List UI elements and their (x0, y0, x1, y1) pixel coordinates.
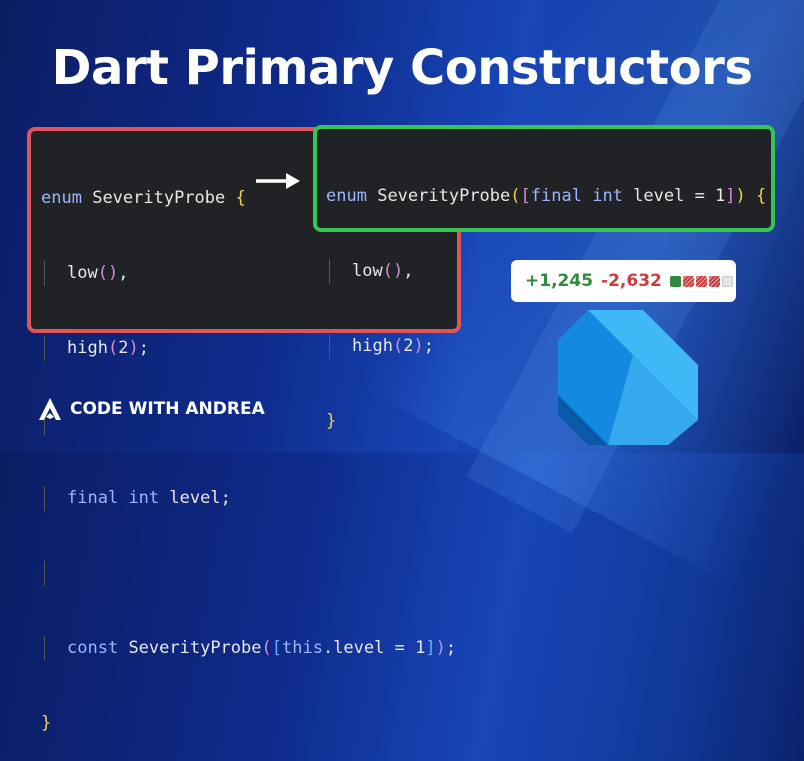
code-line: } (41, 713, 52, 733)
code-line: const SeverityProbe([this.level = 1]); (41, 636, 457, 661)
diff-square-removed (695, 275, 707, 287)
additions-count: +1,245 (525, 271, 594, 291)
code-line: low(), (326, 259, 771, 284)
deletions-count: -2,632 (601, 271, 662, 291)
indent-guide (44, 486, 67, 511)
indent-guide (329, 334, 352, 359)
code-line (41, 411, 457, 436)
indent-guide (329, 259, 352, 284)
diff-square-removed (682, 275, 694, 287)
indent-guide (44, 561, 67, 586)
page-title: Dart Primary Constructors (51, 40, 753, 96)
code-line (41, 561, 457, 586)
new-code-block: enum SeverityProbe([final int level = 1]… (313, 125, 775, 431)
brand: CODE WITH ANDREA (38, 395, 265, 423)
code-line: enum SeverityProbe { (41, 188, 246, 208)
arrow-right-icon (256, 173, 300, 189)
code-line: high(2); (326, 334, 771, 359)
brand-name: CODE WITH ANDREA (70, 399, 265, 419)
indent-guide (44, 336, 67, 361)
code-line: enum SeverityProbe([final int level = 1]… (326, 186, 767, 206)
code-line: } (326, 411, 337, 431)
diff-square-neutral (721, 275, 733, 287)
dart-logo (558, 310, 698, 445)
code-line: low(), (41, 261, 457, 286)
indent-guide (44, 261, 67, 286)
indent-guide (44, 411, 67, 436)
code-line: high(2); (41, 336, 457, 361)
indent-guide (44, 636, 67, 661)
diff-square-added (669, 275, 681, 287)
diff-stats-badge: +1,245 -2,632 (511, 260, 736, 302)
diff-square-removed (708, 275, 720, 287)
code-line: final int level; (41, 486, 457, 511)
code-with-andrea-logo (39, 398, 61, 420)
